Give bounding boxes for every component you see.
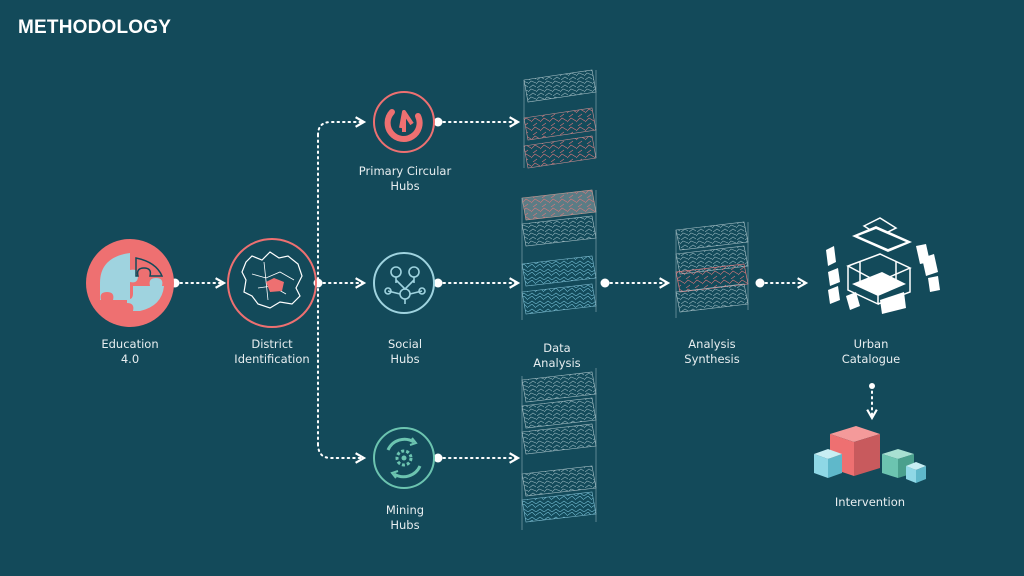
circular-arrow-icon — [373, 91, 435, 153]
label-line: Data — [543, 341, 571, 355]
label-line: 4.0 — [120, 352, 140, 366]
exploded-axonometric-icon — [826, 217, 940, 314]
map-layer-primary-hubs — [523, 69, 597, 169]
map-layer-social-hubs — [521, 189, 597, 320]
label-mining-hubs: Mining Hubs — [345, 503, 465, 533]
label-line: Primary Circular — [358, 164, 452, 178]
cubes-icon — [814, 426, 926, 483]
label-line: Urban — [853, 337, 889, 351]
label-line: Hubs — [390, 352, 420, 366]
label-intervention: Intervention — [810, 495, 930, 510]
branch-vertical-line — [317, 116, 367, 136]
label-line: Intervention — [834, 495, 906, 509]
slide-title: METHODOLOGY — [18, 17, 172, 38]
label-line: Hubs — [390, 518, 420, 532]
label-line: Analysis — [533, 356, 581, 370]
synthesis-map-stack — [675, 221, 749, 318]
label-analysis-synthesis: Analysis Synthesis — [652, 337, 772, 367]
people-network-icon — [373, 252, 435, 314]
data-analysis-map-stack — [521, 69, 597, 530]
label-education: Education 4.0 — [70, 337, 190, 367]
connector-dot — [313, 278, 323, 288]
label-line: District — [251, 337, 293, 351]
connector-dot — [755, 278, 765, 288]
puzzle-icon — [86, 239, 174, 327]
map-layer-mining-hubs — [521, 368, 597, 530]
label-line: Hubs — [390, 179, 420, 193]
label-urban-catalogue: Urban Catalogue — [811, 337, 931, 367]
label-line: Identification — [234, 352, 310, 366]
connector-dot — [600, 278, 610, 288]
label-line: Education — [101, 337, 159, 351]
label-line: Catalogue — [841, 352, 901, 366]
connector-dot — [433, 117, 443, 127]
label-primary-hubs: Primary Circular Hubs — [345, 164, 465, 194]
arrow-district-mining — [317, 443, 367, 464]
label-line: Social — [387, 337, 423, 351]
recycle-gear-icon — [373, 427, 435, 489]
label-line: Analysis — [688, 337, 736, 351]
label-social-hubs: Social Hubs — [345, 337, 465, 367]
connector-dot — [869, 383, 875, 389]
district-map-icon — [227, 238, 317, 328]
connector-dot — [433, 278, 443, 288]
label-district: District Identification — [212, 337, 332, 367]
label-line: Mining — [385, 503, 425, 517]
label-line: Synthesis — [684, 352, 740, 366]
label-data-analysis: Data Analysis — [497, 341, 617, 371]
connector-dot — [433, 453, 443, 463]
connectors — [174, 116, 878, 464]
